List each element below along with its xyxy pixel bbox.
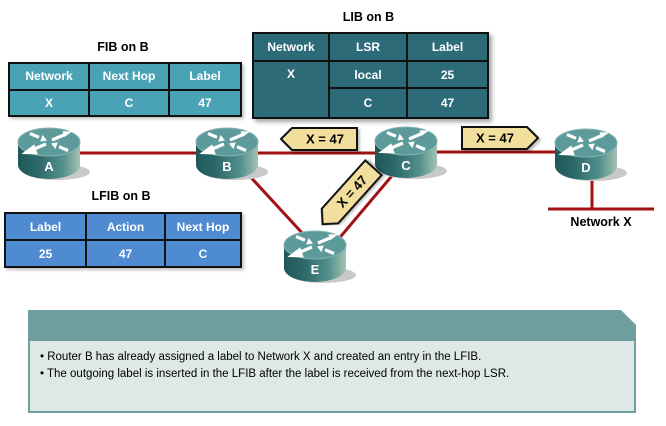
router-arrows-icon [558, 132, 609, 156]
fib-header-label: Label [170, 64, 240, 89]
router-e-label: E [311, 262, 320, 277]
lib-cell-lsr-c: C [330, 89, 406, 117]
lib-table-title: LIB on B [342, 10, 395, 24]
router-d-label: D [581, 160, 590, 175]
lib-header-lsr: LSR [330, 34, 406, 60]
label-arrow-to-d: X = 47 [461, 126, 540, 150]
note-line-1: Router B has already assigned a label to… [40, 349, 634, 366]
lfib-header-next-hop: Next Hop [166, 214, 240, 239]
note-box: Router B has already assigned a label to… [28, 310, 636, 413]
label-arrow-to-b-text: X = 47 [306, 132, 344, 147]
lfib-table-title: LFIB on B [91, 189, 151, 203]
router-d: D [554, 128, 627, 181]
note-box-body: Router B has already assigned a label to… [28, 341, 636, 413]
label-arrow-to-d-text: X = 47 [476, 131, 514, 146]
router-arrows-icon [21, 131, 72, 155]
right-arrow-icon [461, 126, 540, 150]
fib-cell-next-hop: C [90, 90, 168, 115]
lib-cell-label-25: 25 [408, 62, 487, 87]
lib-cell-network: X [254, 62, 328, 117]
left-arrow-icon [279, 127, 358, 151]
lib-header-network: Network [254, 34, 328, 60]
network-x-label: Network X [570, 215, 632, 229]
lfib-header-label: Label [6, 214, 85, 239]
router-arrows-icon [378, 130, 429, 154]
fib-table: Network Next Hop Label X C 47 [8, 62, 242, 117]
lib-cell-label-47: 47 [408, 89, 487, 117]
lib-table: Network LSR Label X local 25 C 47 [252, 32, 489, 119]
router-b: B [195, 127, 268, 180]
router-a: A [17, 127, 90, 180]
router-a-label: A [44, 159, 54, 174]
router-c: C [374, 126, 447, 179]
fib-cell-label: 47 [170, 90, 240, 115]
lfib-header-action: Action [87, 214, 164, 239]
router-c-label: C [401, 158, 411, 173]
lib-cell-lsr-local: local [330, 62, 406, 87]
note-box-header-band [28, 310, 636, 341]
router-b-label: B [222, 159, 231, 174]
lfib-cell-label: 25 [6, 241, 85, 266]
lib-header-label: Label [408, 34, 487, 60]
note-line-2: The outgoing label is inserted in the LF… [40, 366, 634, 383]
lfib-cell-action: 47 [87, 241, 164, 266]
fib-table-title: FIB on B [97, 40, 149, 54]
label-arrow-to-b: X = 47 [279, 127, 358, 151]
fib-header-network: Network [10, 64, 88, 89]
router-arrows-icon [199, 131, 250, 155]
fib-cell-network: X [10, 90, 88, 115]
lfib-table: Label Action Next Hop 25 47 C [4, 212, 242, 268]
left-arrow-icon [320, 158, 384, 226]
fib-header-next-hop: Next Hop [90, 64, 168, 89]
lfib-cell-next-hop: C [166, 241, 240, 266]
router-e: E [283, 230, 356, 283]
router-arrows-icon [287, 234, 338, 258]
